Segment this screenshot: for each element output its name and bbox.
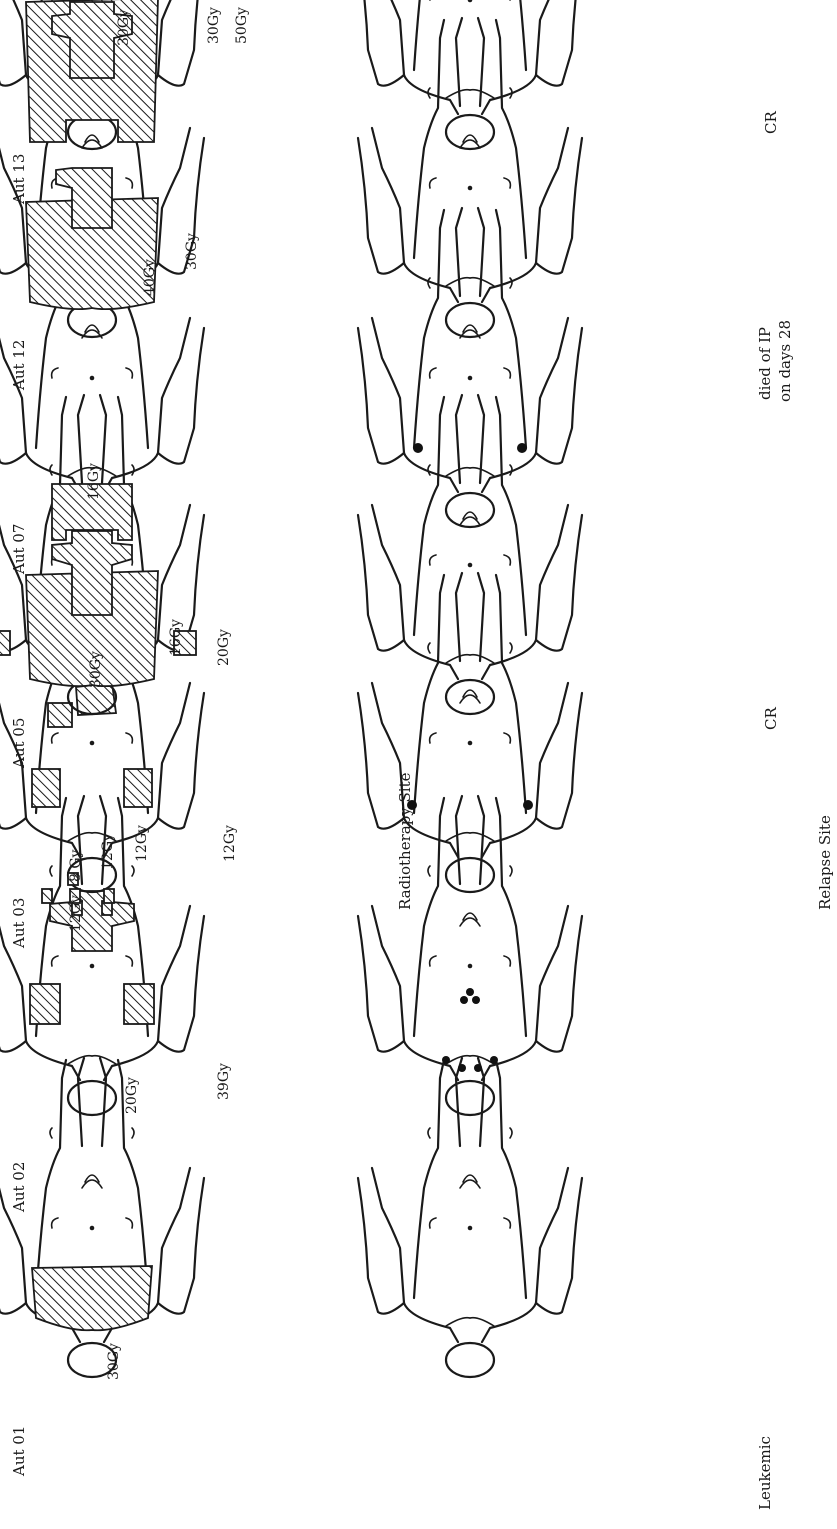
- filled-relapse-dot: [460, 996, 468, 1004]
- patient-aut-13: Aut 13 30Gy 30Gy 50Gy CR: [0, 0, 780, 205]
- relapse-figure-aut-07: [358, 208, 582, 527]
- outcome-label: CR: [762, 111, 780, 134]
- hatched-radiation-field: [0, 631, 10, 655]
- dose-label: 30Gy: [206, 7, 222, 44]
- human-body-outline-icon: [358, 0, 582, 149]
- outcome-label: CR: [762, 707, 780, 730]
- outcome-label: died of IP: [756, 327, 774, 400]
- row-label-radiotherapy: Radiotherapy Site: [396, 772, 414, 910]
- filled-relapse-dot: [413, 443, 423, 453]
- patient-label-aut-07: Aut 07: [10, 524, 28, 575]
- dose-label: 12Gy: [134, 825, 150, 862]
- hatched-radiation-field: [124, 984, 154, 1024]
- filled-relapse-dot: [472, 996, 480, 1004]
- relapse-figure-aut-12: [358, 18, 582, 337]
- dose-label: 8 Gy: [68, 849, 84, 882]
- hatched-radiation-field: [124, 769, 152, 807]
- patient-label-aut-02: Aut 02: [10, 1162, 28, 1213]
- row-label-relapse: Relapse Site: [816, 815, 834, 910]
- relapse-figure-aut-03: [358, 573, 582, 892]
- patient-aut-05: Aut 05 30Gy 16Gy 20Gy CR: [0, 395, 780, 769]
- filled-relapse-dot: [466, 988, 474, 996]
- radiotherapy-figure-aut-13: [0, 0, 204, 149]
- patient-label-aut-05: Aut 05: [10, 718, 28, 769]
- relapse-figure-aut-13: [358, 0, 582, 149]
- dose-label: 30Gy: [88, 651, 104, 688]
- dose-label: 39Gy: [216, 1063, 232, 1100]
- filled-relapse-dot: [474, 1064, 482, 1072]
- outcome-label: Leukemic: [756, 1436, 774, 1510]
- dose-label: 30Gy: [184, 233, 200, 270]
- hatched-radiation-field: [32, 1266, 152, 1330]
- hatched-radiation-field: [42, 889, 52, 903]
- patient-aut-01: Aut 01 30Gy Leukemic: [0, 1058, 774, 1510]
- outcome-label: on days 28: [776, 320, 794, 402]
- dose-label: 16Gy: [168, 619, 184, 656]
- relapse-figure-aut-02: [358, 796, 582, 1115]
- patient-label-aut-12: Aut 12: [10, 340, 28, 391]
- hatched-radiation-field: [104, 889, 114, 903]
- dose-label: 40Gy: [142, 259, 158, 296]
- hatched-radiation-field: [30, 984, 60, 1024]
- hatched-radiation-field: [32, 769, 60, 807]
- dose-label: 50Gy: [234, 7, 250, 44]
- filled-relapse-dot: [517, 443, 527, 453]
- hatched-radiation-field: [50, 891, 134, 951]
- patient-label-aut-13: Aut 13: [10, 154, 28, 205]
- hatched-radiation-field: [48, 703, 72, 727]
- filled-relapse-dot: [458, 1064, 466, 1072]
- dose-label: 12Gy: [222, 825, 238, 862]
- relapse-figure-aut-05: [358, 395, 582, 714]
- dose-label: 20Gy: [216, 629, 232, 666]
- filled-relapse-dot: [523, 800, 533, 810]
- human-body-outline-icon: [358, 796, 582, 1115]
- relapse-figure-aut-01: [358, 1058, 582, 1377]
- dose-label: 30Gy: [116, 9, 132, 46]
- patient-label-aut-01: Aut 01: [10, 1426, 28, 1477]
- human-body-outline-icon: [358, 573, 582, 892]
- dose-label: 12Gy: [100, 833, 116, 870]
- dose-label: 12Gy: [68, 895, 84, 932]
- human-body-outline-icon: [358, 395, 582, 714]
- patient-label-aut-03: Aut 03: [10, 898, 28, 949]
- dose-label: 30Gy: [106, 1343, 122, 1380]
- human-body-outline-icon: [358, 208, 582, 527]
- human-body-outline-icon: [358, 18, 582, 337]
- human-body-outline-icon: [358, 1058, 582, 1377]
- radiotherapy-figure-aut-01: [0, 1058, 204, 1377]
- filled-relapse-dot: [490, 1056, 498, 1064]
- dose-label: 16Gy: [86, 463, 102, 500]
- filled-relapse-dot: [442, 1056, 450, 1064]
- dose-label: 20Gy: [124, 1077, 140, 1114]
